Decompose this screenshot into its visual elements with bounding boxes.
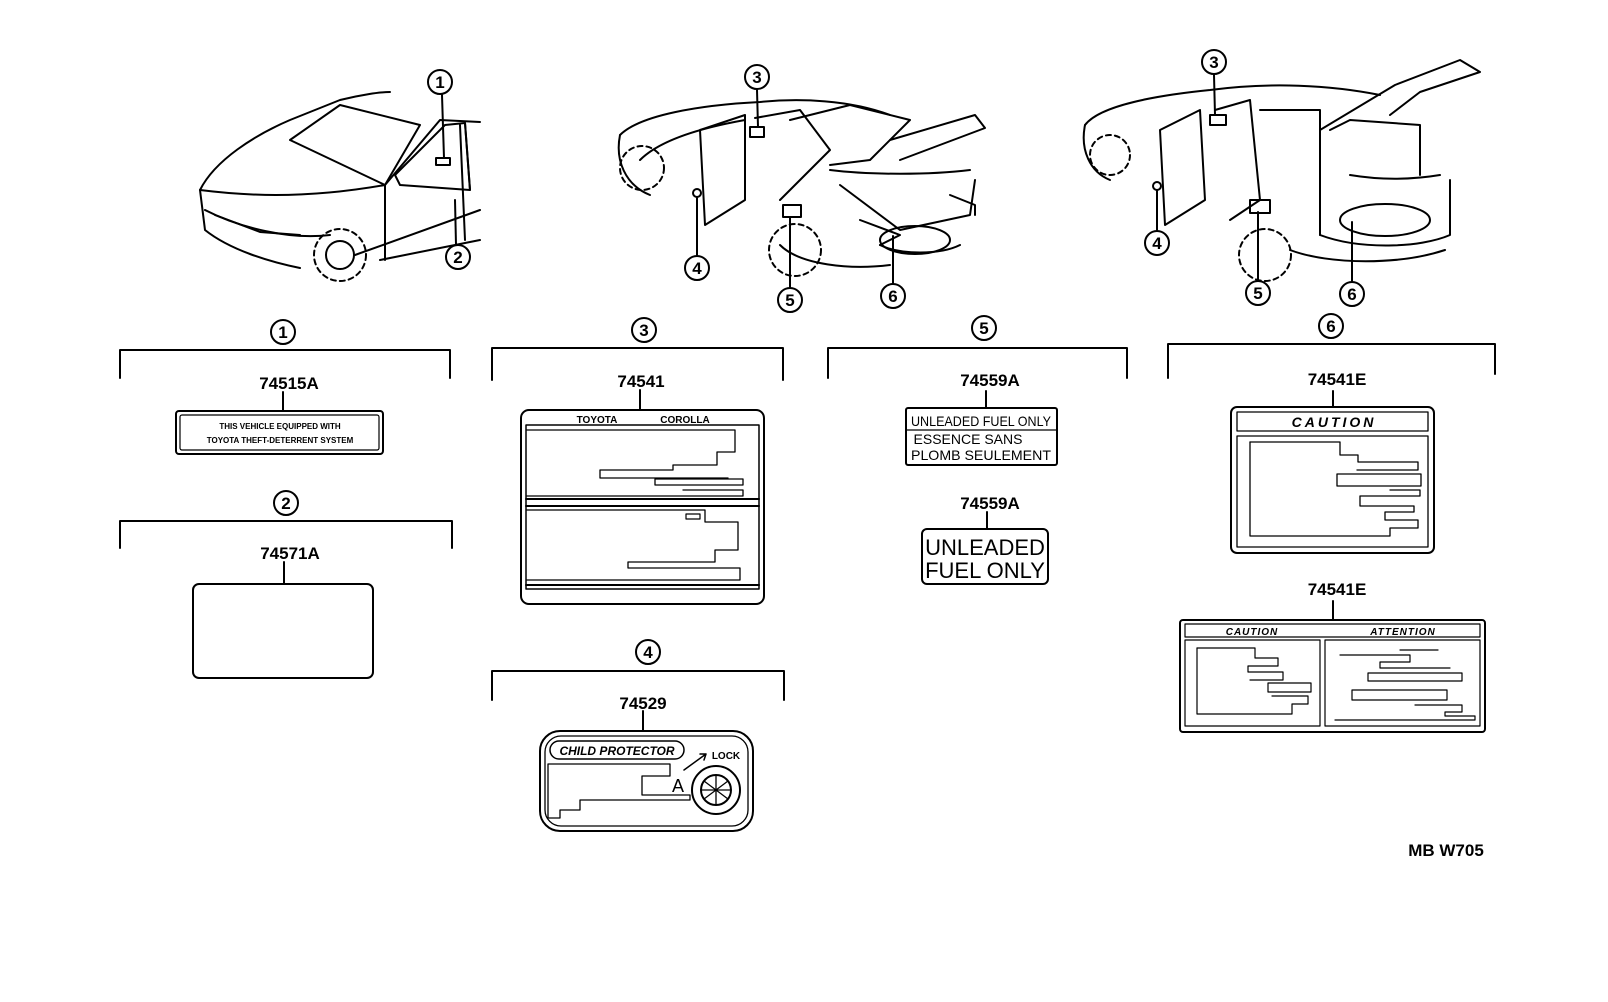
- label-text: ESSENCE SANS: [914, 431, 1023, 447]
- bracket-1: [119, 349, 451, 379]
- callout-6: [880, 283, 906, 309]
- label-text: CAUTION: [1226, 627, 1279, 638]
- label-74541: [520, 409, 765, 605]
- label-text: COROLLA: [660, 415, 709, 426]
- callout-3: [744, 64, 770, 90]
- label-text: CHILD PROTECTOR: [559, 744, 674, 758]
- callout-number-4: 4: [692, 259, 702, 278]
- section-number-4: 4: [643, 643, 653, 662]
- callout-5: [777, 287, 803, 313]
- callout-number-3: 3: [752, 68, 761, 87]
- section-callout-circle: [273, 490, 299, 516]
- bracket-2: [119, 520, 453, 549]
- callout-number-5: 5: [785, 291, 794, 310]
- label-74559A-unleaded: [921, 528, 1049, 585]
- section-number-6: 6: [1326, 317, 1335, 336]
- section-callout-circle: [631, 317, 657, 343]
- callout-6: [1339, 281, 1365, 307]
- label-text: CAUTION: [1292, 414, 1377, 430]
- bracket-3: [491, 347, 784, 381]
- label-text: PLOMB SEULEMENT: [911, 447, 1051, 463]
- callout-number-5: 5: [1253, 284, 1262, 303]
- leader-line: [454, 199, 457, 246]
- part-number: 74541: [617, 372, 664, 391]
- callout-2: [445, 244, 471, 270]
- part-number: 74559A: [960, 494, 1020, 513]
- section-number-5: 5: [979, 319, 988, 338]
- leader-line: [1213, 74, 1216, 116]
- label-text: A: [672, 776, 684, 796]
- part-number: 74559A: [960, 371, 1020, 390]
- car-sedan-rear-view: [617, 99, 986, 277]
- callout-number-1: 1: [435, 73, 444, 92]
- callout-4: [684, 255, 710, 281]
- callout-number-2: 2: [453, 248, 462, 267]
- section-callout-circle: [971, 315, 997, 341]
- label-text: ATTENTION: [1369, 627, 1435, 638]
- label-74541E-caution: [1230, 406, 1435, 554]
- section-number-3: 3: [639, 321, 648, 340]
- section-callout-circle: [270, 319, 296, 345]
- callout-number-6: 6: [888, 287, 897, 306]
- label-74529: [539, 730, 754, 832]
- bracket-5: [827, 347, 1128, 379]
- label-text: TOYOTA THEFT-DETERRENT SYSTEM: [207, 436, 354, 445]
- label-text: UNLEADED: [925, 535, 1045, 560]
- bracket-4: [491, 670, 785, 701]
- part-number: 74541E: [1308, 580, 1367, 599]
- callout-1: [427, 69, 453, 95]
- section-callout-circle: [1318, 313, 1344, 339]
- section-number-2: 2: [281, 494, 290, 513]
- car-wagon-rear-view: [1082, 59, 1481, 282]
- bracket-6: [1167, 343, 1496, 379]
- label-74515A: [175, 410, 384, 455]
- label-text: FUEL ONLY: [925, 558, 1045, 583]
- callout-3: [1201, 49, 1227, 75]
- label-text: UNLEADED FUEL ONLY: [911, 413, 1052, 429]
- section-callout-circle: [635, 639, 661, 665]
- part-number: 74529: [619, 694, 666, 713]
- label-text: LOCK: [712, 751, 741, 762]
- part-number: 74515A: [259, 374, 319, 393]
- callout-5: [1245, 280, 1271, 306]
- label-74541E-bilingual: [1179, 619, 1486, 733]
- part-number: 74541E: [1308, 370, 1367, 389]
- callout-4: [1144, 230, 1170, 256]
- car-front-view: [199, 91, 481, 282]
- part-number: 74571A: [260, 544, 320, 563]
- label-74571A: [192, 583, 374, 679]
- callout-number-4: 4: [1152, 234, 1162, 253]
- label-text: THIS VEHICLE EQUIPPED WITH: [219, 422, 341, 431]
- callout-number-3: 3: [1209, 53, 1218, 72]
- label-74559A-trilingual: [905, 407, 1058, 466]
- diagram-code: MB W705: [1408, 841, 1484, 860]
- leader-line: [756, 89, 759, 128]
- callout-number-6: 6: [1347, 285, 1356, 304]
- label-text: TOYOTA: [577, 415, 618, 426]
- section-number-1: 1: [278, 323, 287, 342]
- leader-line: [441, 94, 445, 159]
